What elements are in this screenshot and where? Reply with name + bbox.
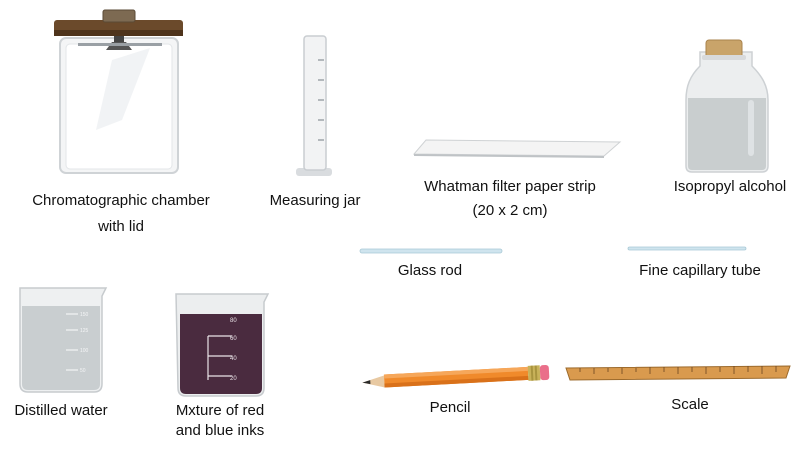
chamber-label-line1: Chromatographic chamber [32,192,210,209]
chamber-label-line2: with lid [98,218,144,235]
ink-scale-mark-2: 60 [230,336,237,342]
alcohol-label: Isopropyl alcohol [673,178,787,195]
pencil-label: Pencil [429,399,471,416]
water-scale-mark-1: 150 [80,312,89,318]
measuring-jar-label: Measuring jar [269,192,361,209]
ink-label-line2: and blue inks [175,422,265,439]
filter-paper-label-line1: Whatman filter paper strip [424,178,596,195]
glass-rod-label: Glass rod [397,262,463,279]
water-scale-mark-3: 100 [80,348,89,354]
filter-paper-label-line2: (20 x 2 cm) [472,202,548,219]
water-scale-mark-4: 50 [80,368,86,374]
ink-scale-mark-4: 20 [230,376,237,382]
capillary-label: Fine capillary tube [639,262,761,279]
water-label: Distilled water [14,402,108,419]
ink-scale-mark-1: 80 [230,318,237,324]
ink-label-line1: Mxture of red [175,402,265,419]
ink-scale-mark-3: 40 [230,356,237,362]
water-scale-mark-2: 125 [80,328,89,334]
scale-label: Scale [671,396,709,413]
